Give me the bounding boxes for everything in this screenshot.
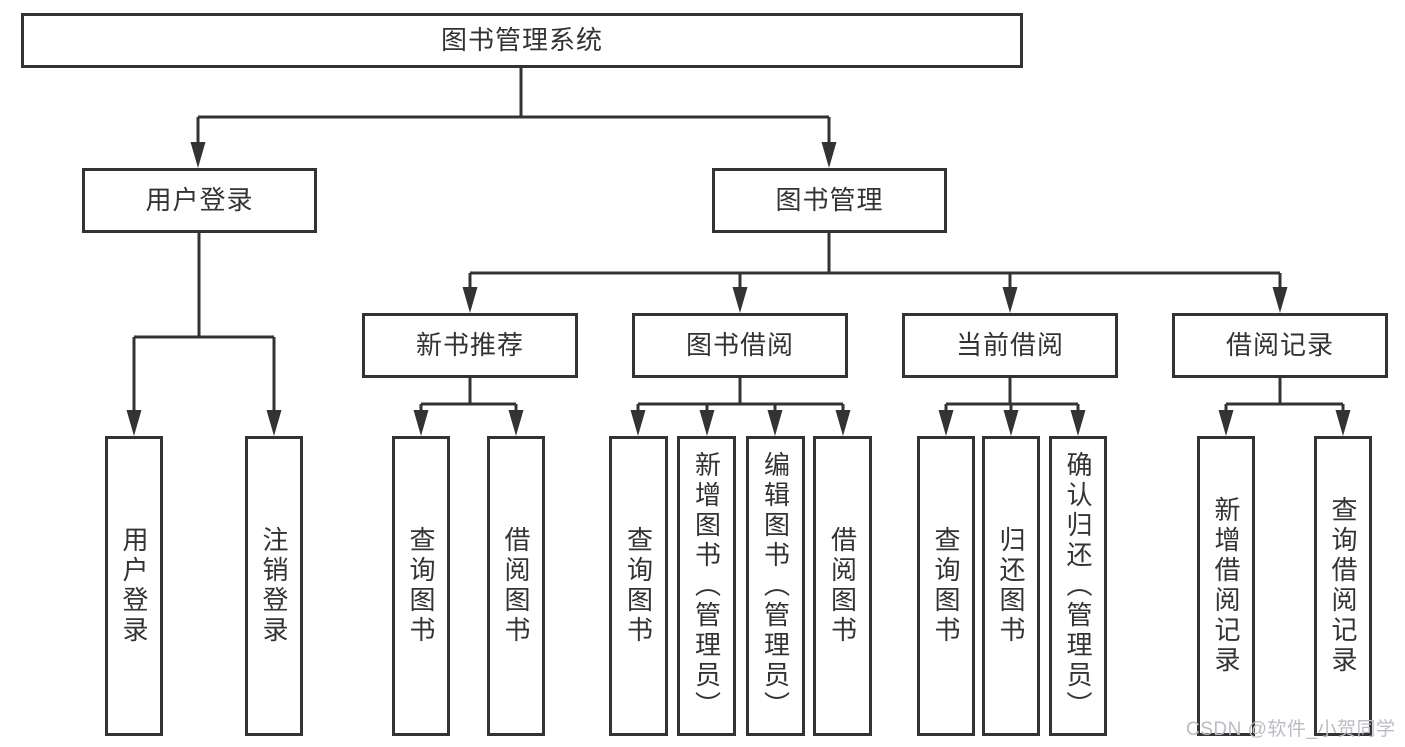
node-label: 新增借阅记录 [1211,496,1241,676]
arrow-down-icon [938,410,954,436]
node-query-books: 查询图书 [609,436,668,736]
node-label: 用户登录 [119,526,149,646]
arrow-down-icon [266,410,282,436]
node-query-borrow-record: 查询借阅记录 [1314,436,1372,736]
node-label: 查询图书 [623,526,654,646]
node-book-management: 图书管理 [712,168,947,233]
node-label: 新增图书（管理员） [691,451,722,721]
node-add-borrow-record: 新增借阅记录 [1197,436,1255,736]
arrow-down-icon [835,410,851,436]
node-label: 确认归还（管理员） [1063,451,1093,721]
csdn-watermark: CSDN @软件_小贺同学 [1186,719,1396,740]
node-borrow-books: 借阅图书 [813,436,872,736]
arrow-down-icon [767,410,783,436]
connector-line [419,378,518,418]
arrow-down-icon [732,287,748,313]
arrow-down-icon [1070,410,1086,436]
arrow-down-icon [462,287,478,313]
arrow-down-icon [1335,410,1351,436]
connector-line [1224,378,1345,418]
node-borrow-books: 借阅图书 [487,436,545,736]
arrow-down-icon [1272,287,1288,313]
node-user-login: 用户登录 [82,168,317,233]
arrow-down-icon [190,142,206,168]
arrow-down-icon [508,410,524,436]
node-edit-books-admin: 编辑图书（管理员） [746,436,805,736]
arrow-down-icon [1218,410,1234,436]
connector-line [196,68,831,146]
node-label: 查询借阅记录 [1328,496,1358,676]
connector-line [468,233,1282,293]
node-user-login-leaf: 用户登录 [105,436,163,736]
node-label: 编辑图书（管理员） [760,451,791,721]
arrow-down-icon [126,410,142,436]
node-label: 查询图书 [406,526,436,646]
node-label: 查询图书 [931,526,961,646]
arrow-down-icon [1003,410,1019,436]
node-label: 注销登录 [259,526,289,646]
node-label: 借阅图书 [501,526,531,646]
node-book-borrow: 图书借阅 [632,313,848,378]
node-library-management-system: 图书管理系统 [21,13,1023,68]
node-borrow-records: 借阅记录 [1172,313,1388,378]
arrow-down-icon [821,142,837,168]
node-label: 借阅图书 [827,526,858,646]
node-current-borrow: 当前借阅 [902,313,1118,378]
connector-line [132,233,276,418]
connector-line [636,378,845,418]
node-query-books: 查询图书 [392,436,450,736]
node-new-book-recommend: 新书推荐 [362,313,578,378]
node-logout: 注销登录 [245,436,303,736]
arrow-down-icon [1002,287,1018,313]
node-label: 归还图书 [996,526,1026,646]
arrow-down-icon [413,410,429,436]
node-return-books: 归还图书 [982,436,1040,736]
node-confirm-return-admin: 确认归还（管理员） [1049,436,1107,736]
node-add-books-admin: 新增图书（管理员） [677,436,736,736]
node-query-books: 查询图书 [917,436,975,736]
arrow-down-icon [699,410,715,436]
arrow-down-icon [630,410,646,436]
